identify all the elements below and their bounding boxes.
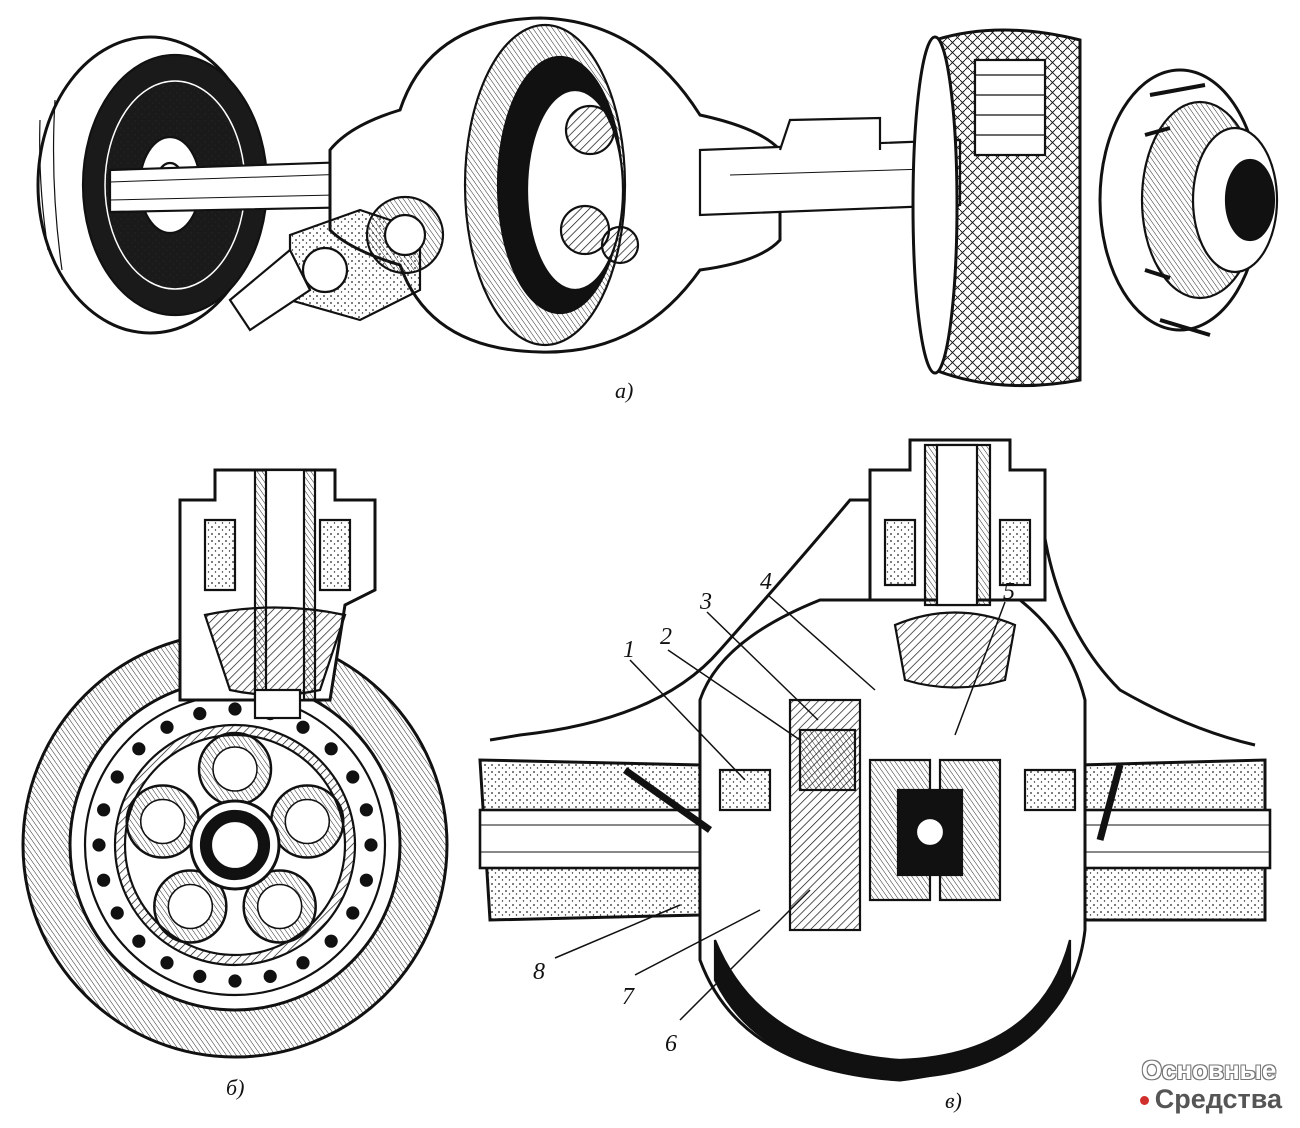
bolt-hole — [97, 873, 111, 887]
bolt-hole — [359, 873, 373, 887]
caption-panel-a: а) — [615, 378, 634, 403]
callout-6: 6 — [665, 1031, 677, 1057]
bolt-hole — [324, 934, 338, 948]
callout-1: 1 — [623, 637, 635, 663]
planet-gear-hub — [284, 798, 331, 845]
bolt-hole — [193, 707, 207, 721]
bolt-hole — [346, 906, 360, 920]
bolt-hole — [263, 969, 277, 983]
bolt-hole — [364, 838, 378, 852]
bolt-hole — [346, 770, 360, 784]
watermark-dot-icon — [1139, 1096, 1149, 1106]
bolt-hole — [132, 934, 146, 948]
bolt-hole — [324, 742, 338, 756]
bolt-circle — [92, 702, 378, 988]
bolt-hole — [228, 702, 242, 716]
panel-v-axle-section — [478, 438, 1272, 1082]
bolt-hole — [193, 969, 207, 983]
bolt-hole — [296, 720, 310, 734]
planet-gears — [125, 731, 345, 944]
callout-8: 8 — [533, 959, 545, 985]
callout-4: 4 — [760, 569, 772, 595]
watermark-line-2: Средства — [1154, 1083, 1282, 1114]
watermark-line-1: Основные — [1141, 1055, 1277, 1086]
bolt-hole — [359, 803, 373, 817]
planet-gear-hub — [139, 798, 186, 845]
bolt-hole — [92, 838, 106, 852]
bolt-hole — [160, 720, 174, 734]
watermark-logo: Основные Средства — [1139, 1055, 1282, 1114]
callout-3: 3 — [700, 589, 712, 615]
bolt-hole — [132, 742, 146, 756]
bolt-hole — [97, 803, 111, 817]
planet-gear-hub — [167, 883, 214, 930]
bolt-hole — [228, 974, 242, 988]
callout-7: 7 — [622, 984, 634, 1010]
callout-2: 2 — [660, 624, 672, 650]
planet-gear-hub — [212, 746, 258, 792]
bolt-hole — [110, 770, 124, 784]
callout-5: 5 — [1003, 579, 1015, 605]
bolt-hole — [110, 906, 124, 920]
panel-b-final-drive-section — [21, 468, 449, 1059]
bolt-hole — [296, 956, 310, 970]
panel-a-axle-assembly — [36, 16, 1279, 388]
caption-panel-v: в) — [945, 1088, 962, 1113]
planet-gear-hub — [256, 883, 303, 930]
bolt-hole — [160, 956, 174, 970]
caption-panel-b: б) — [226, 1075, 245, 1100]
